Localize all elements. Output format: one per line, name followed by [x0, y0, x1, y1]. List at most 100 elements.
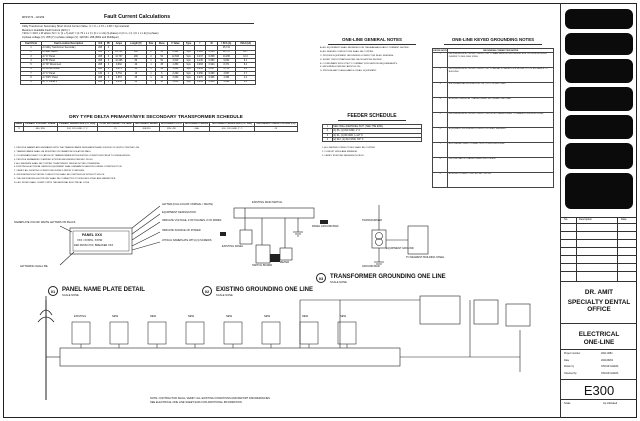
note-line: 2. CONDUIT SIZES ARE MINIMUM. [322, 150, 358, 153]
transformer-schedule-title: DRY TYPE DELTA PRIMARY/WYE SECONDARY TRA… [69, 115, 243, 120]
redacted-block [565, 59, 633, 83]
detail-title-02: EXISTING GROUNDING ONE LINE [216, 287, 314, 293]
existing-panel [239, 229, 253, 245]
table-cell: 40 [125, 79, 147, 86]
rev-col-desc: Description [579, 218, 592, 221]
ground-bar [220, 232, 226, 236]
table-cell: 3PH, 4W [158, 126, 184, 132]
transformer-coil [375, 238, 383, 246]
callout-leader [131, 221, 161, 241]
sheet-title-line-2: ONE-LINE [583, 339, 615, 346]
callout-label: LETTERING SHALL BE [20, 265, 48, 268]
title-underline [444, 44, 542, 45]
panel-status-label: EXISTING [74, 315, 87, 318]
panel-box [185, 321, 205, 345]
one-line-note: NOTE: CONTRACTOR SHALL VERIFY ALL EXISTI… [150, 397, 271, 400]
detail-title-03: TRANSFORMER GROUNDING ONE LINE [330, 274, 446, 280]
scale-label: Scale [564, 402, 571, 405]
sheet-title-line-1: ELECTRICAL [578, 331, 620, 338]
panel-box [299, 321, 319, 345]
formula-note-line: 3-phase voltage (V): 208 (Y) 1-phase vol… [22, 35, 119, 39]
note-line: 9. THE GROUNDING ELECTRODE SHALL BE CONN… [14, 178, 116, 181]
title-field-value: OSCAR GARZA [601, 365, 619, 368]
title-field-label: Date [564, 358, 570, 362]
diagram-label: EXISTING MAIN SWITCH [252, 201, 283, 204]
diagram-label: PANEL GROUND BAR [312, 225, 339, 228]
panel-enclosure [473, 299, 499, 325]
detail-scale-03: SCALE NONE [330, 281, 347, 284]
callout-label: INDICATE VOLTAGE, # OF PHASES, # OF WIRE… [162, 219, 222, 222]
title-block-divider [561, 323, 637, 324]
diagram-label: EQUIPMENT GROUND [386, 247, 414, 250]
title-block-divider [561, 379, 637, 380]
note-line: 1. ALL FEEDER CONDUCTORS SHALL BE COPPER… [322, 147, 376, 149]
one-line-general-notes-section: ONE-LINE GENERAL NOTES A. ALL EQUIPMENT … [318, 37, 426, 108]
detail-scale-01: SCALE NONE [62, 294, 79, 297]
nameplate-panel-label: PANEL XXX [82, 233, 103, 237]
one-line-general-notes-title: ONE-LINE GENERAL NOTES [342, 37, 402, 42]
detail-title-01: PANEL NAME PLATE DETAIL [62, 287, 145, 293]
title-block-divider [560, 3, 561, 418]
title-field-value: 2021/08/04 [601, 358, 613, 362]
title-field-value: 2021-0084 [601, 352, 613, 355]
diagram-label: GROUND BAR [362, 265, 380, 268]
note-line: 1. PROVIDE NAMEPLATE ENGRAVED WITH THE T… [14, 147, 140, 149]
panel-box [71, 321, 91, 345]
detail-scale-02: SCALE NONE [216, 294, 233, 297]
meter [279, 247, 293, 261]
title-field-label: Checked by [564, 371, 577, 375]
table-cell: Sym [182, 79, 195, 86]
keyed-note-text: GROUNDING ELECTRODE CONDUCTOR TO MAIN SE… [447, 52, 554, 69]
diagram-label: EXISTING PANEL [222, 245, 244, 248]
panel-box [261, 321, 281, 345]
callout-label: ATTACH NAMEPLATE WITH (4) SCREWS [162, 239, 212, 242]
table-cell: 4.0 [234, 79, 257, 86]
panel-box [147, 321, 167, 345]
title-underline [338, 120, 406, 121]
redacted-block [565, 9, 633, 29]
note-line: 3. COORDINATE EXACT LOCATION OF TRANSFOR… [14, 154, 131, 157]
rev-col-date: Date [621, 218, 627, 221]
title-block-divider [561, 399, 637, 400]
detail-number-01: 01 [48, 286, 58, 296]
callout-label: INDICATE SOURCE OF POWER [162, 229, 201, 232]
main-switch-bus [233, 207, 315, 219]
note-line: 3. VERIFY EXISTING FEEDERS IN FIELD. [322, 154, 365, 157]
callout-leader [131, 205, 161, 229]
fault-title-rule [20, 23, 254, 24]
title-field-label: Project number [564, 352, 581, 355]
callout-leader [131, 231, 161, 247]
keyed-note-text: BONDING CONNECTION PER NEC 250.104. [447, 172, 554, 189]
formula-note-line: I SCA = I AFC x M where: M = 1 / (1 + f)… [22, 32, 159, 36]
keyed-note-number: 9 [431, 172, 449, 189]
title-block: No. Description Date DR. AMIT SPECIALTY … [561, 3, 637, 418]
panel-box [109, 321, 129, 345]
client-name: DR. AMIT [584, 289, 614, 296]
nameplate-outline [69, 227, 133, 255]
table-cell: 3 [104, 79, 113, 86]
callout-leader [131, 213, 161, 235]
nameplate-inner [72, 230, 130, 252]
panel-status-label: NEW [112, 315, 119, 318]
fault-current-section: MPF3774 - 12/4/09 Fault Current Calculat… [14, 14, 257, 112]
note-line: 6. EXISTING ELECTRICAL SERVICE EQUIPMENT… [14, 166, 123, 169]
main-bus-rect [59, 347, 401, 367]
callout-label: NAMEPLATE COLOR: WHITE LETTERS ON BLACK [14, 221, 76, 224]
note-line: 4. PROVIDE SEPARATELY DERIVED SYSTEM GRO… [14, 158, 94, 161]
scale-value: As indicated [603, 402, 618, 405]
note-line: 10. ALL WORK SHALL COMPLY WITH THE NATIO… [14, 182, 90, 185]
one-line-note-2: SEE ELECTRICAL ONE LINE SHEET E301 FOR A… [150, 401, 243, 404]
transformer-enclosure [419, 295, 461, 325]
table-cell: #8 [253, 126, 299, 132]
note-line: F. GROUNDING PER NEC ARTICLE 250. [320, 66, 361, 69]
feeder-description: (2) #12, (1) #12 GND, 3/4" C [331, 136, 423, 143]
transformer-general-notes: 1. PROVIDE NAMEPLATE ENGRAVED WITH THE T… [14, 147, 300, 186]
note-line: D. SHORT CIRCUIT RATINGS PER CALCULATION… [320, 58, 382, 61]
